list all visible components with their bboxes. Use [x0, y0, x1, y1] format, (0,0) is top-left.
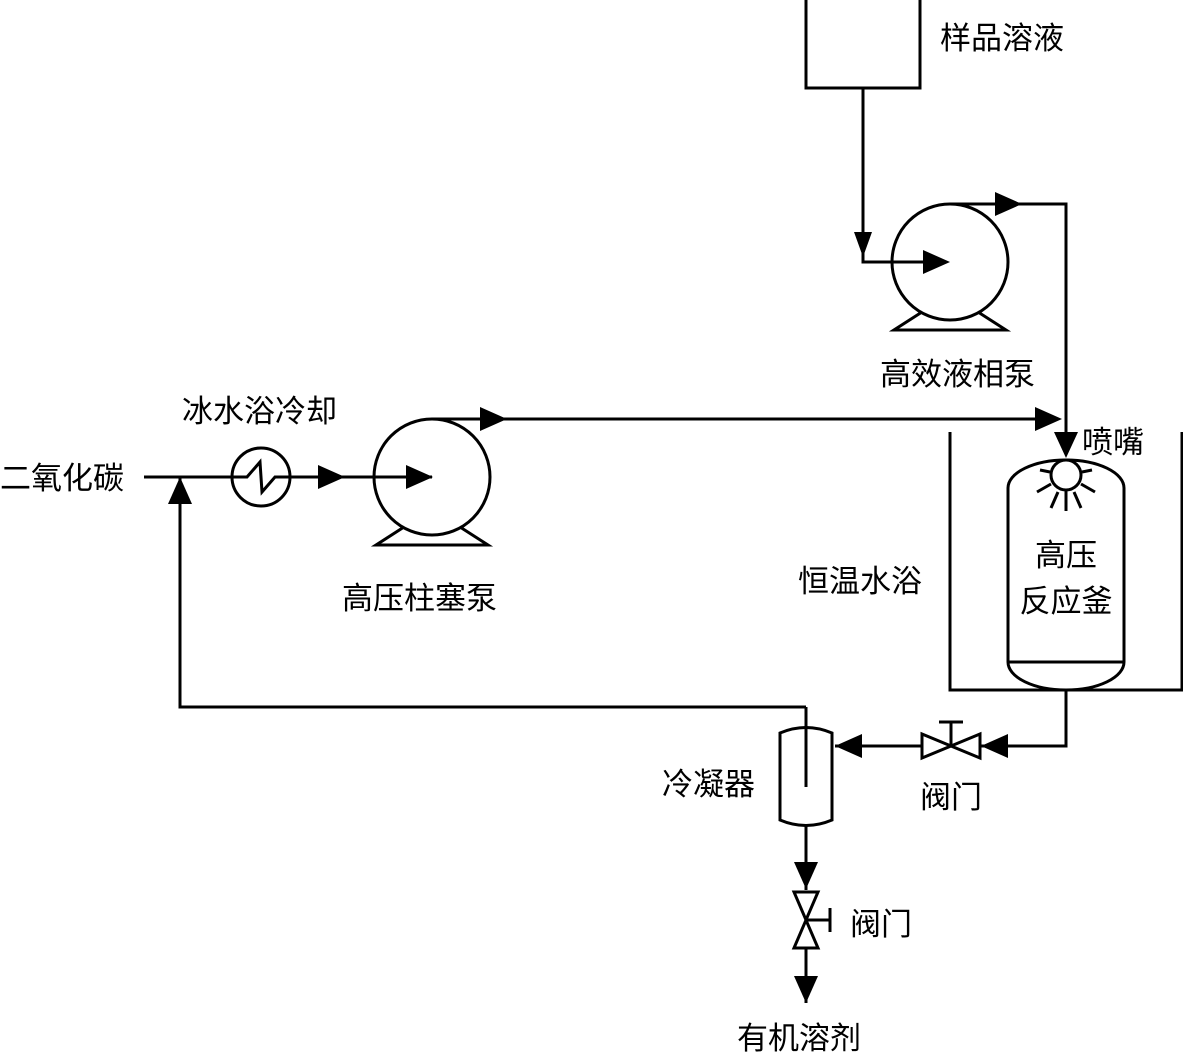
condenser-drain-arrow — [794, 862, 818, 889]
solvent-outlet-arrow — [794, 976, 818, 1003]
label-thermostat-bath: 恒温水浴 — [798, 564, 922, 600]
label-plunger-pump: 高压柱塞泵 — [342, 581, 497, 617]
sample-feed-line — [861, 88, 935, 264]
hplc-outlet-arrow — [995, 192, 1022, 216]
condenser-inlet-arrow — [835, 734, 862, 758]
plunger-pump — [370, 417, 494, 547]
plunger-pump-inlet-arrow — [406, 465, 433, 489]
nozzle — [1036, 458, 1096, 511]
label-sample-solution: 样品溶液 — [940, 21, 1064, 57]
hplc-pump — [888, 202, 1012, 332]
plunger-outlet-arrow-2 — [1035, 407, 1062, 431]
reactor-vessel — [1006, 458, 1126, 692]
valve-lower — [791, 890, 832, 950]
recycle-arrow-up — [168, 477, 192, 504]
label-hplc-pump: 高效液相泵 — [880, 357, 1035, 393]
label-co2: 二氧化碳 — [0, 461, 124, 497]
exchanger-outlet-arrow — [318, 465, 345, 489]
label-reactor-line1: 高压 — [1035, 538, 1097, 574]
label-organic-solvent: 有机溶剂 — [737, 1021, 861, 1057]
valve-upper-inlet-arrow — [981, 734, 1008, 758]
nozzle-inlet-arrow — [1054, 432, 1078, 458]
label-nozzle: 喷嘴 — [1082, 425, 1144, 461]
hplc-outlet-line — [950, 202, 1068, 434]
plunger-outlet-arrow-1 — [480, 407, 507, 431]
recycle-line — [178, 478, 806, 709]
label-valve-upper: 阀门 — [920, 780, 982, 816]
label-reactor-line2: 反应釜 — [1020, 584, 1113, 620]
sample-solution-tank — [804, 0, 922, 90]
condenser — [778, 707, 834, 827]
label-valve-lower: 阀门 — [850, 907, 912, 943]
label-condenser: 冷凝器 — [662, 767, 755, 803]
reactor-outlet-line — [980, 690, 1068, 748]
hplc-pump-inlet-arrow — [923, 250, 950, 274]
heat-exchanger — [230, 446, 292, 508]
sample-feed-arrow-down — [854, 232, 872, 257]
label-ice-bath-cooling: 冰水浴冷却 — [182, 394, 337, 430]
valve-upper — [920, 720, 982, 761]
